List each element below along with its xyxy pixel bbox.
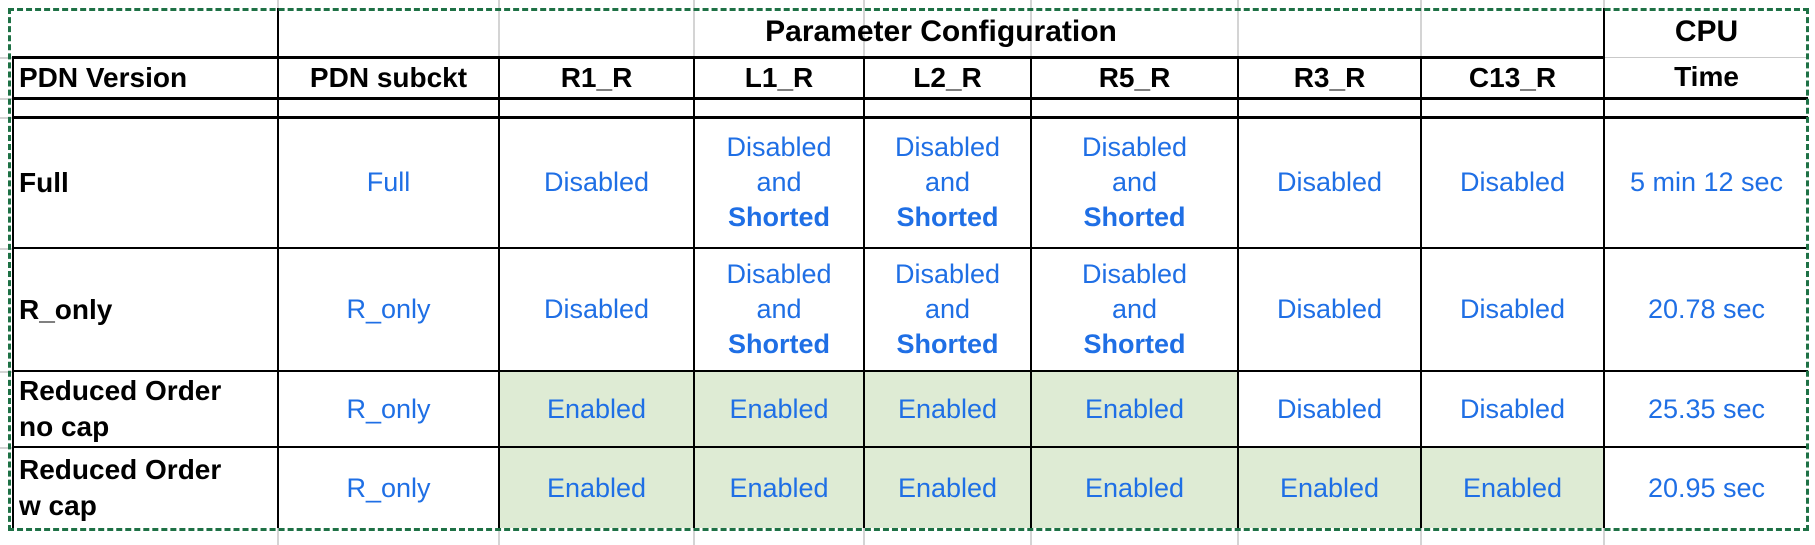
gridline <box>0 371 12 373</box>
row-reduced-wcap-r1r[interactable]: Enabled <box>498 447 694 528</box>
spacer-cell <box>1030 98 1238 119</box>
row-reduced-nocap-c13r[interactable]: Disabled <box>1420 371 1604 448</box>
row-reduced-wcap-r3r[interactable]: Enabled <box>1237 447 1421 528</box>
row-ronly-l2r[interactable]: Disabled and Shorted <box>863 248 1031 372</box>
gridline <box>0 447 12 449</box>
row-full-subckt[interactable]: Full <box>277 117 499 249</box>
row-reduced-nocap-l2r[interactable]: Enabled <box>863 371 1031 448</box>
row-ronly-r3r[interactable]: Disabled <box>1237 248 1421 372</box>
row-reduced-wcap-r5r[interactable]: Enabled <box>1030 447 1238 528</box>
row-reduced-wcap-c13r[interactable]: Enabled <box>1420 447 1604 528</box>
header-time[interactable]: Time <box>1603 57 1808 100</box>
gridline <box>0 117 12 119</box>
row-reduced-nocap-subckt[interactable]: R_only <box>277 371 499 448</box>
row-full-cpu-time[interactable]: 5 min 12 sec <box>1603 117 1808 249</box>
gridline <box>1237 528 1239 545</box>
row-ronly-r5r[interactable]: Disabled and Shorted <box>1030 248 1238 372</box>
row-reduced-nocap-r3r[interactable]: Disabled <box>1237 371 1421 448</box>
row-full-r5r[interactable]: Disabled and Shorted <box>1030 117 1238 249</box>
gridline <box>1030 528 1032 545</box>
spacer-cell <box>1420 98 1604 119</box>
row-full-c13r[interactable]: Disabled <box>1420 117 1604 249</box>
header-l1-r[interactable]: L1_R <box>693 57 864 100</box>
parameter-configuration-title: Parameter Configuration <box>765 14 1117 48</box>
spacer-cell <box>277 98 499 119</box>
row-ronly-label[interactable]: R_only <box>12 248 278 372</box>
cpu-title: CPU <box>1674 15 1739 49</box>
row-reduced-wcap-subckt[interactable]: R_only <box>277 447 499 528</box>
row-ronly-l1r[interactable]: Disabled and Shorted <box>693 248 864 372</box>
row-reduced-wcap-label[interactable]: Reduced Order w cap <box>12 447 278 528</box>
spacer-cell <box>693 98 864 119</box>
row-ronly-c13r[interactable]: Disabled <box>1420 248 1604 372</box>
header-l2-r[interactable]: L2_R <box>863 57 1031 100</box>
spacer-cell <box>498 98 694 119</box>
row-ronly-r1r[interactable]: Disabled <box>498 248 694 372</box>
row-full-label[interactable]: Full <box>12 117 278 249</box>
row-reduced-nocap-l1r[interactable]: Enabled <box>693 371 864 448</box>
spacer-cell <box>12 98 278 119</box>
row-reduced-nocap-cpu-time[interactable]: 25.35 sec <box>1603 371 1808 448</box>
cpu-header-cell[interactable]: CPU <box>1603 8 1808 58</box>
gridline <box>693 528 695 545</box>
gridline <box>1420 528 1422 545</box>
row-ronly-cpu-time[interactable]: 20.78 sec <box>1603 248 1808 372</box>
row-full-l2r[interactable]: Disabled and Shorted <box>863 117 1031 249</box>
row-full-r1r[interactable]: Disabled <box>498 117 694 249</box>
header-r3-r[interactable]: R3_R <box>1237 57 1421 100</box>
header-r1-r[interactable]: R1_R <box>498 57 694 100</box>
gridline <box>0 248 12 250</box>
gridline <box>1603 528 1605 545</box>
gridline <box>1603 0 1605 9</box>
row-reduced-wcap-cpu-time[interactable]: 20.95 sec <box>1603 447 1808 528</box>
gridline <box>498 528 500 545</box>
row-reduced-nocap-r5r[interactable]: Enabled <box>1030 371 1238 448</box>
parameter-configuration-header-cell[interactable]: Parameter Configuration <box>277 8 1605 59</box>
gridline <box>277 0 279 9</box>
header-pdn-version[interactable]: PDN Version <box>12 55 278 100</box>
row-reduced-nocap-r1r[interactable]: Enabled <box>498 371 694 448</box>
row-full-r3r[interactable]: Disabled <box>1237 117 1421 249</box>
row-reduced-nocap-label[interactable]: Reduced Order no cap <box>12 371 278 448</box>
gridline <box>0 98 12 100</box>
pdn-configuration-table: Parameter Configuration CPU PDN Version … <box>12 8 1808 528</box>
header-c13-r[interactable]: C13_R <box>1420 57 1604 100</box>
row-reduced-wcap-l2r[interactable]: Enabled <box>863 447 1031 528</box>
spacer-cell <box>1237 98 1421 119</box>
gridline <box>863 528 865 545</box>
header-r5-r[interactable]: R5_R <box>1030 57 1238 100</box>
blank-corner-cell <box>13 8 278 57</box>
spacer-cell <box>1603 98 1808 119</box>
gridline <box>277 528 279 545</box>
row-reduced-wcap-l1r[interactable]: Enabled <box>693 447 864 528</box>
header-pdn-subckt[interactable]: PDN subckt <box>277 57 499 100</box>
gridline <box>0 57 12 59</box>
spacer-cell <box>863 98 1031 119</box>
row-full-l1r[interactable]: Disabled and Shorted <box>693 117 864 249</box>
row-ronly-subckt[interactable]: R_only <box>277 248 499 372</box>
